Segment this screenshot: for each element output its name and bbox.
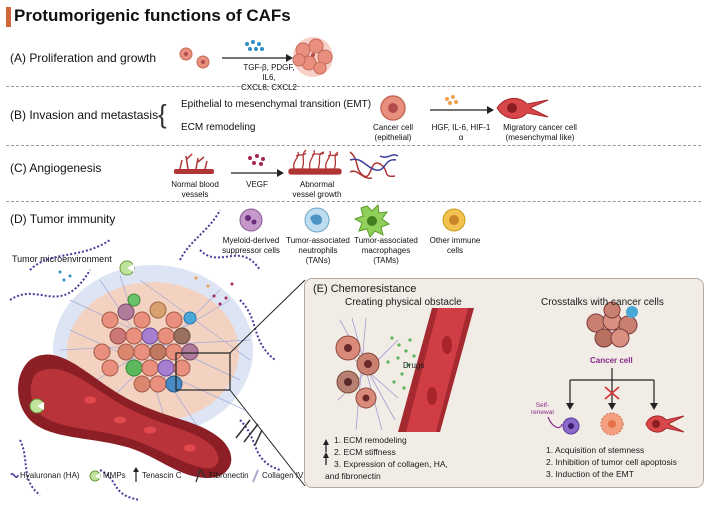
- page-title: Protumorigenic functions of CAFs: [14, 6, 291, 25]
- migratory-cell-label: Migratory cancer cell(mesenchymal like): [503, 123, 577, 142]
- collagen-legend-icon: [252, 469, 259, 483]
- brace-icon: {: [158, 99, 167, 129]
- cancer-cells-cluster-e-icon: [586, 301, 638, 348]
- growth-factors-label: TGF-β, PDGF, IL6, CXCL8, CXCL2: [236, 63, 302, 93]
- zoom-line: [229, 279, 306, 354]
- self-renewal-label: Self-renewal: [531, 402, 554, 416]
- emt-label: Epithelial to mesenchymal transition (EM…: [181, 99, 372, 110]
- cancer-cell-icon: [179, 47, 210, 69]
- inhibit-x-icon: [604, 386, 620, 400]
- factor-line: CXCL8, CXCL2: [240, 83, 298, 92]
- drugs-label: Drugs: [403, 361, 425, 370]
- divider: [6, 145, 701, 146]
- cancer-cells-cluster-icon: [93, 293, 199, 393]
- section-a-label: (A) Proliferation and growth: [10, 51, 157, 65]
- cancer-cell-label: Cancer cell(epithelial): [372, 123, 413, 142]
- epithelial-cancer-cell-icon: [380, 95, 406, 121]
- crosstalk-title: Crosstalks with cancer cells: [541, 297, 664, 308]
- section-b-label: (B) Invasion and metastasis: [10, 108, 159, 122]
- mmp-icon: [29, 398, 45, 414]
- emt-cell-icon: [645, 415, 685, 433]
- tam-icon: [353, 203, 391, 238]
- fibronectin-legend-icon: [195, 468, 207, 483]
- legend-collagen: Collagen IV: [262, 471, 304, 480]
- list-item: 2. Inhibition of tumor cell apoptosis: [546, 457, 677, 467]
- drug-dots-e-icon: [386, 336, 416, 390]
- blood-vessel-icon: [18, 354, 232, 478]
- vegf-label: VEGF: [246, 180, 268, 189]
- legend-mmps: MMPs: [103, 471, 126, 480]
- fibronectin-icon: [235, 419, 263, 446]
- panel-e-title: (E) Chemoresistance: [313, 283, 417, 295]
- abnormal-vessel-icon: [288, 149, 342, 175]
- apoptosis-cell-icon: [600, 412, 624, 436]
- legend-hyaluronan: Hyaluronan (HA): [20, 471, 80, 480]
- vegf-dots-icon: [248, 154, 265, 166]
- tan-icon: [304, 207, 330, 233]
- tenascin-legend-icon: [133, 467, 139, 482]
- arrow-head-icon: [277, 169, 284, 177]
- section-c-label: (C) Angiogenesis: [10, 161, 102, 175]
- vessel-wall-icon: [398, 308, 474, 432]
- legend-fibronectin: Fibronectin: [209, 471, 249, 480]
- zoom-box: [175, 352, 231, 391]
- tme-label: Tumor microenvironment: [12, 254, 112, 264]
- obstacle-list: 1. ECM remodeling 2. ECM stiffness 3. Ex…: [325, 434, 448, 482]
- arrow-head-icon: [286, 54, 293, 62]
- factor-line: TGF-β, PDGF, IL6,: [243, 63, 295, 82]
- section-d-label: (D) Tumor immunity: [10, 212, 116, 226]
- title-accent-bar: [6, 7, 11, 27]
- other-immune-cell-icon: [442, 208, 466, 232]
- factor-dots-icon: [445, 95, 458, 105]
- arrow-head-icon: [608, 403, 616, 410]
- mdsc-icon: [239, 208, 263, 232]
- divider: [6, 201, 701, 202]
- vessel-network-icon: [349, 151, 399, 179]
- list-item: 3. Expression of collagen, HA,: [334, 459, 448, 469]
- self-renewal-arrow-icon: [547, 416, 563, 429]
- list-item: 2. ECM stiffness: [334, 447, 396, 457]
- cancer-cell-e-label: Cancer cell: [590, 356, 633, 365]
- ecm-remodeling-label: ECM remodeling: [181, 122, 256, 133]
- legend-tenascin: Tenascin C: [142, 471, 182, 480]
- tumor-cells-e-icon: [335, 335, 380, 409]
- hyaluronan-strands-icon: [9, 209, 281, 501]
- mmp-icon: [119, 260, 135, 276]
- list-item: 1. Acquisition of stemness: [546, 445, 645, 455]
- arrow-head-icon: [487, 106, 494, 114]
- up-arrow-icon: [323, 439, 329, 452]
- branch-arrows-e-icon: [569, 368, 655, 404]
- stem-cell-icon: [562, 417, 580, 435]
- physical-obstacle-title: Creating physical obstacle: [345, 297, 462, 308]
- normal-vessel-icon: [174, 153, 214, 174]
- arrow-head-icon: [566, 403, 574, 410]
- arrow-head-icon: [650, 403, 658, 410]
- mmps-legend-icon: [89, 470, 101, 482]
- hyaluronan-legend-icon: [10, 473, 19, 478]
- tumor-cluster-icon: [292, 37, 333, 77]
- up-arrow-icon: [323, 452, 329, 465]
- growth-factor-dots-icon: [245, 40, 264, 51]
- crosstalk-list: 1. Acquisition of stemness 2. Inhibition…: [546, 444, 677, 480]
- zoom-line: [229, 389, 306, 487]
- divider: [6, 86, 701, 87]
- list-item: 1. ECM remodeling: [334, 435, 407, 445]
- list-item: 3. Induction of the EMT: [546, 469, 634, 479]
- list-item: and fibronectin: [325, 471, 381, 481]
- dots-icon: [58, 270, 234, 306]
- migratory-cancer-cell-icon: [496, 98, 549, 119]
